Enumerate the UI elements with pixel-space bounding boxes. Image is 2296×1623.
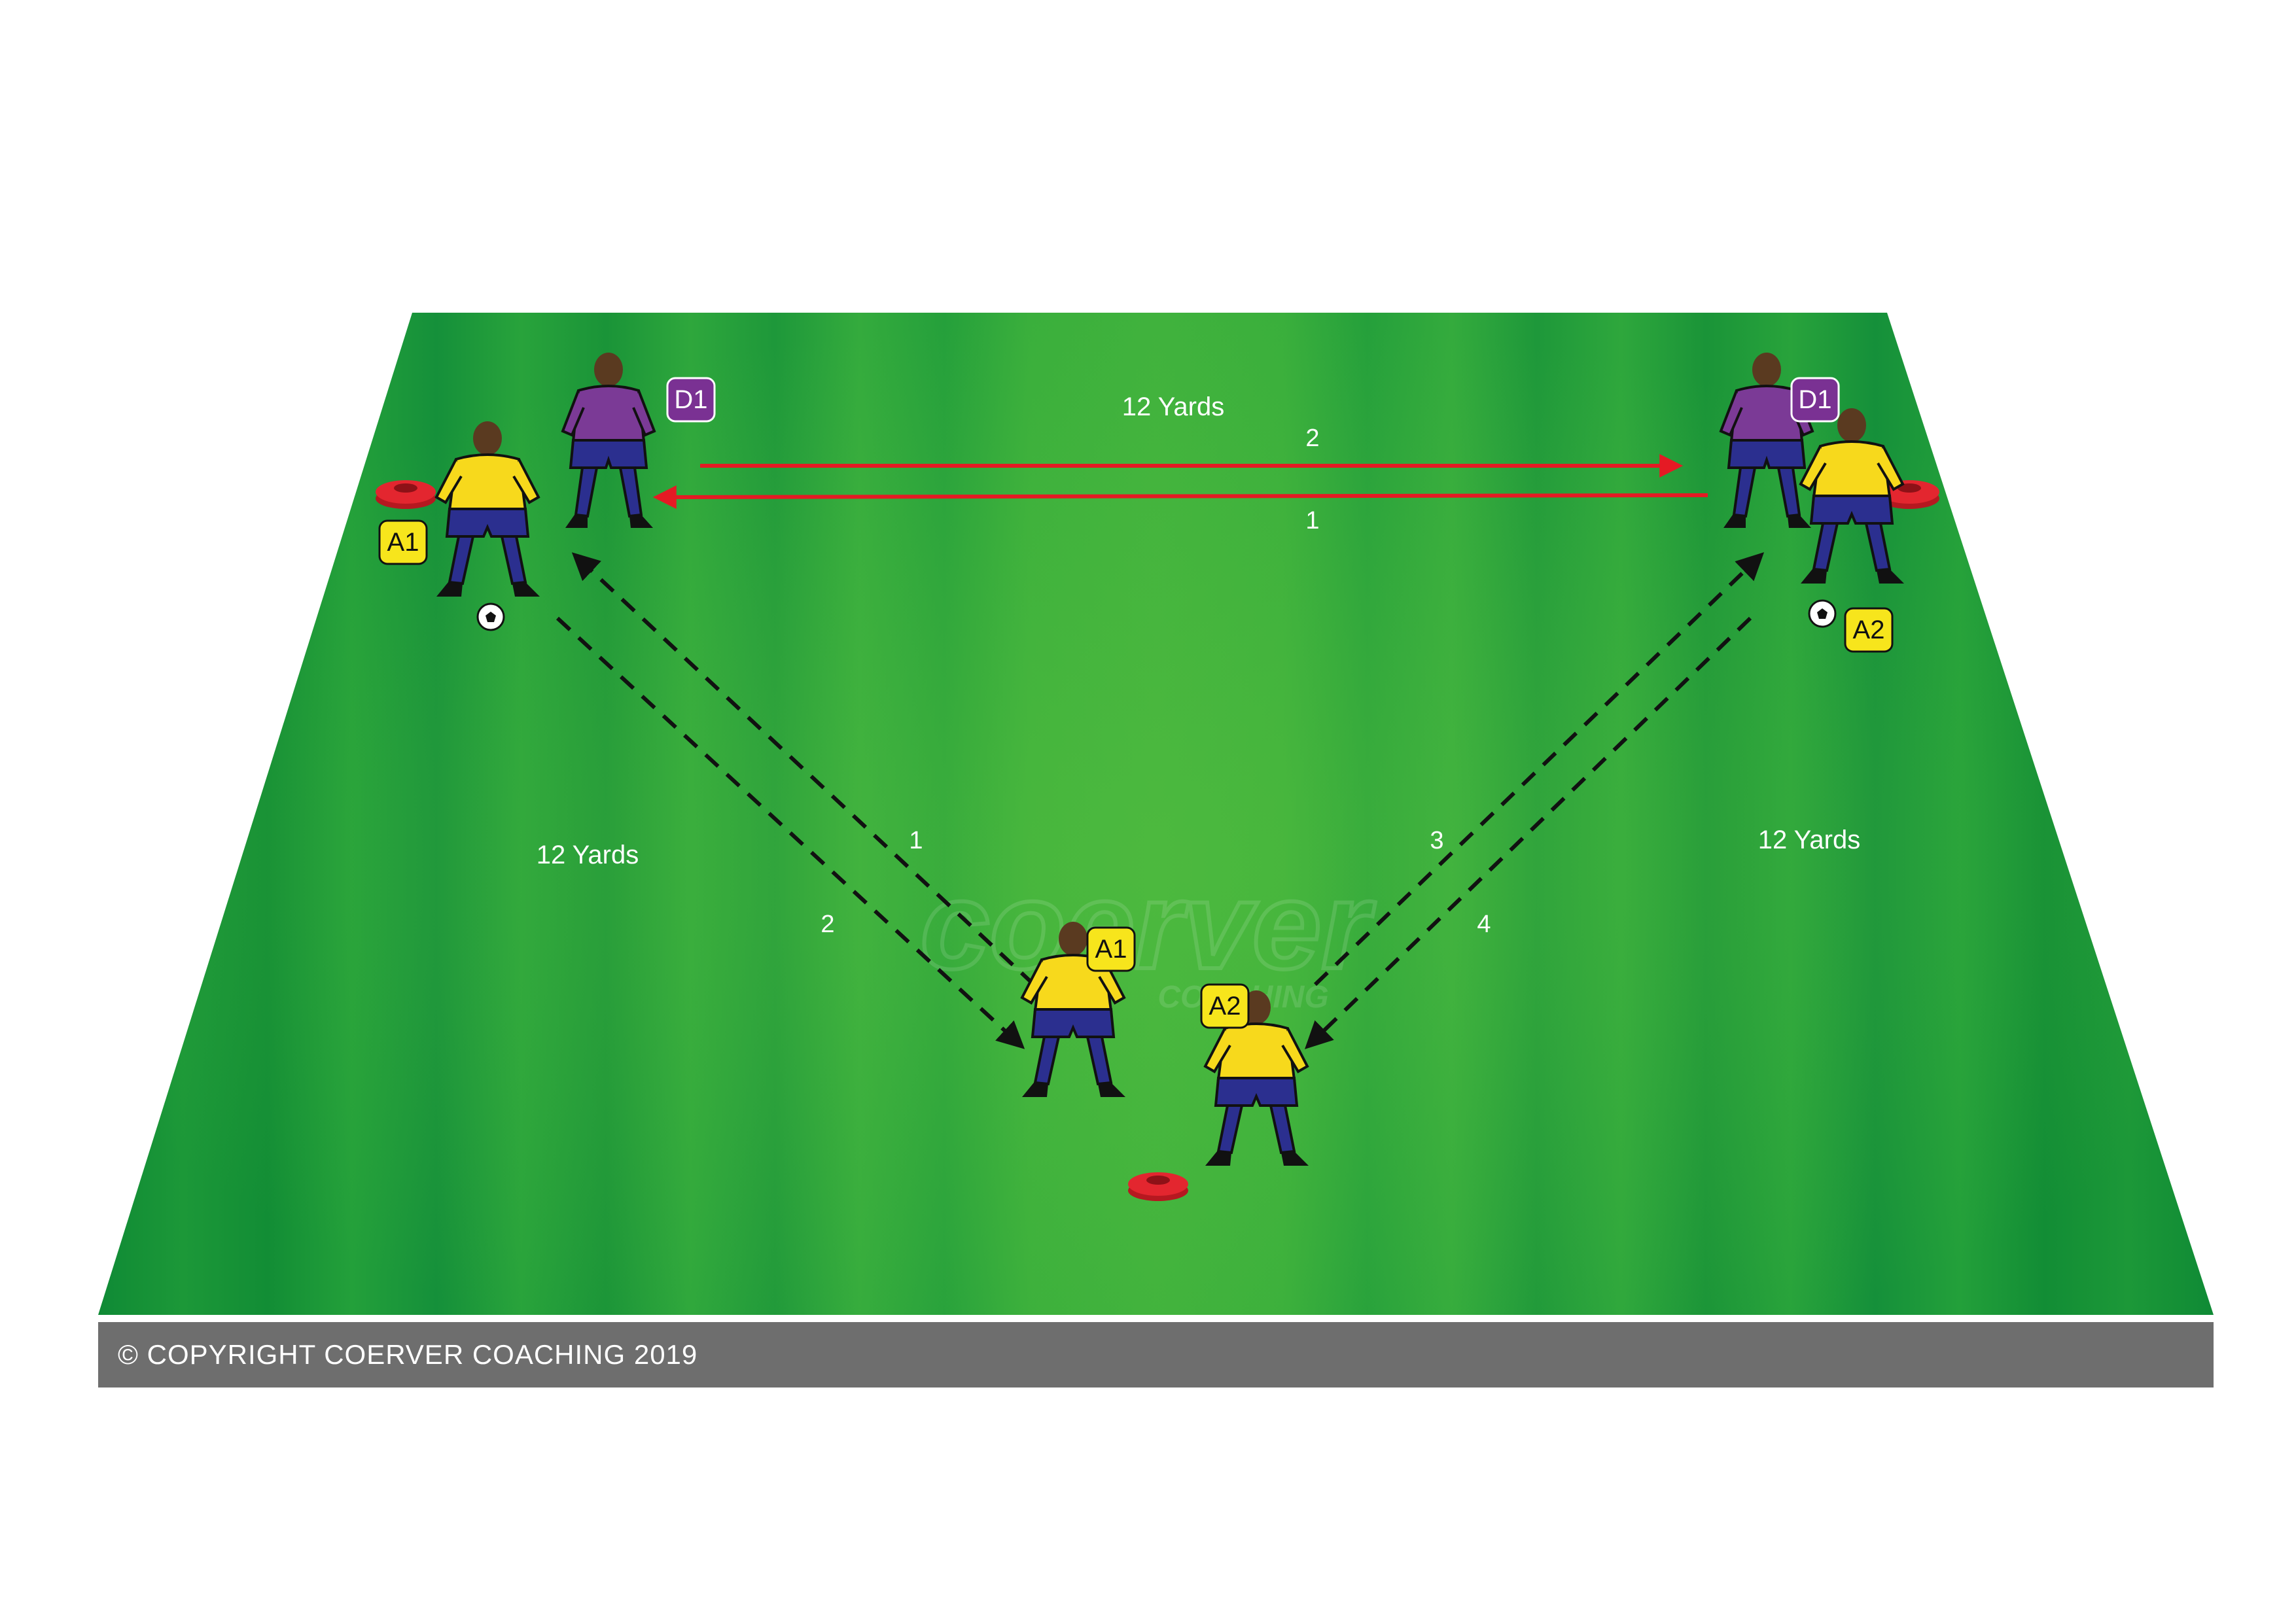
badge-a2-corner: A2	[1844, 607, 1894, 653]
badge-a1-center: A1	[1086, 926, 1136, 972]
watermark: coerver COACHING	[919, 854, 1378, 1015]
badge-d1-left-text: D1	[674, 385, 707, 414]
badge-a1-corner: A1	[378, 519, 428, 565]
ball-left	[476, 602, 505, 631]
watermark-main: coerver	[921, 856, 1376, 995]
seq-pass-upper: 2	[1305, 425, 1319, 452]
distance-right: 12 Yards	[1758, 826, 1860, 854]
badge-d1-right-text: D1	[1798, 385, 1831, 414]
pass-arrow-1	[652, 485, 1708, 509]
badge-a2-center-text: A2	[1209, 992, 1241, 1021]
run-arrow-left-inner	[571, 552, 1036, 986]
seq-left-inner: 1	[909, 827, 923, 854]
cone-left	[376, 480, 436, 509]
badge-a1-corner-text: A1	[387, 528, 419, 557]
cone-center	[1128, 1172, 1188, 1201]
badge-a1-center-text: A1	[1095, 935, 1127, 964]
badge-d1-right: D1	[1790, 377, 1840, 423]
badge-a2-corner-text: A2	[1853, 616, 1885, 644]
distance-left: 12 Yards	[537, 841, 639, 869]
pitch-glow	[98, 313, 2214, 1315]
badge-d1-left: D1	[666, 377, 716, 423]
copyright-bar: © COPYRIGHT COERVER COACHING 2019	[98, 1322, 2214, 1387]
run-arrow-left-outer	[556, 616, 1025, 1049]
run-arrow-right-inner	[1313, 552, 1765, 986]
seq-left-outer: 2	[821, 911, 834, 938]
seq-pass-lower: 1	[1305, 507, 1319, 534]
copyright-text: © COPYRIGHT COERVER COACHING 2019	[118, 1339, 698, 1370]
seq-right-outer: 4	[1477, 911, 1491, 938]
badge-a2-center: A2	[1200, 983, 1250, 1029]
ball-right	[1808, 599, 1837, 628]
seq-right-inner: 3	[1430, 827, 1443, 854]
run-arrow-right-outer	[1304, 616, 1752, 1049]
distance-top: 12 Yards	[1122, 393, 1224, 421]
